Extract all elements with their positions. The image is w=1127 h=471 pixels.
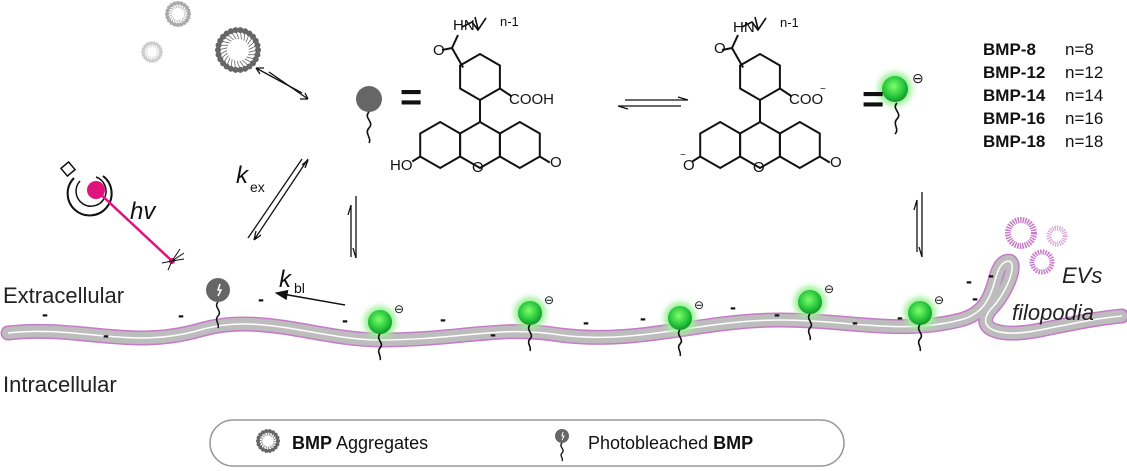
minus-sign: - [640,308,646,328]
rate-k-ex: k [236,162,250,189]
phenoxide-charge: − [680,150,686,161]
free-bmp-probe [356,86,382,144]
negative-charge: ⊖ [694,298,704,312]
minus-sign: - [178,305,184,325]
variant-n: n=14 [1065,86,1103,105]
amide-nh: HN [453,17,475,34]
variant-name: BMP-14 [983,86,1046,105]
minus-sign: - [774,304,780,324]
bleach-arrow [274,289,346,306]
chain-length: n-1 [500,14,519,29]
negative-charge: ⊖ [912,70,924,86]
free-anionic-bmp-probe: ⊖ [878,70,924,135]
legend-photobleached: Photobleached BMP [588,433,753,453]
equals-sign-left: = [400,77,422,119]
ring-oxygen: O [753,159,765,176]
light-source-icon [59,160,185,271]
light-hv: hv [130,198,157,225]
bmp-anion-structure [691,16,831,170]
negative-charge: ⊖ [934,293,944,307]
variant-n: n=12 [1065,63,1103,82]
negative-charge: ⊖ [824,282,834,296]
minus-sign: - [966,271,972,291]
minus-sign: - [440,309,446,329]
membrane-probe: ⊖ [514,293,554,352]
keto-oxygen: O [550,154,562,171]
variant-name: BMP-18 [983,132,1045,151]
minus-sign: - [972,288,978,308]
legend-aggregates: BMP Aggregates [292,433,428,453]
minus-sign: - [103,325,109,345]
minus-sign: - [583,312,589,332]
extracellular-vesicles [1005,217,1068,275]
membrane-bound-probes: ⊖ ⊖ ⊖ ⊖ ⊖ [364,282,944,361]
hydroxyl: HO [390,157,413,174]
extracellular-label: Extracellular [3,283,124,308]
intracellular-label: Intracellular [3,372,117,397]
photobleached-bmp [206,278,230,329]
negative-charge: ⊖ [394,302,404,316]
minus-sign: - [730,297,736,317]
minus-sign: - [490,324,496,344]
membrane-probe: ⊖ [364,302,404,361]
bmp-aggregates [141,1,261,73]
ring-oxygen: O [472,159,484,176]
variant-n: n=16 [1065,109,1103,128]
carboxylate-charge: − [820,84,826,95]
keto-oxygen: O [830,154,842,171]
carbonyl-o: O [433,42,445,59]
minus-sign: - [42,304,48,324]
rate-bl-subscript: bl [294,280,305,296]
minus-sign: - [342,310,348,330]
legend: BMP Aggregates Photobleached BMP [209,419,845,467]
carbonyl-o: O [714,40,726,57]
filopodia-label: filopodia [1012,300,1094,325]
variant-n: n=8 [1065,40,1094,59]
minus-sign: - [852,312,858,332]
rate-k-bl: k [279,266,293,293]
carboxylate: COO [789,91,823,108]
carboxylic-acid: COOH [509,91,554,108]
negative-charge: ⊖ [544,293,554,307]
membrane-probe: ⊖ [904,293,944,352]
amide-nh: HN [733,19,755,36]
aggregate-legend-icon [256,429,280,453]
bmp-neutral-structure [411,16,551,170]
variant-name: BMP-12 [983,63,1045,82]
variant-name: BMP-16 [983,109,1045,128]
photobleached-legend-icon [555,429,569,462]
minus-sign: - [897,307,903,327]
minus-sign: - [988,265,994,285]
membrane-probe: ⊖ [664,298,704,357]
evs-label: EVs [1062,263,1102,288]
variant-name: BMP-8 [983,40,1036,59]
cell-membrane [0,253,1127,348]
phenoxide-oxygen: O [683,157,695,174]
minus-sign: - [258,289,264,309]
variant-n: n=18 [1065,132,1103,151]
rate-ex-subscript: ex [250,179,265,195]
chain-length: n-1 [780,15,799,30]
membrane-negative-charges: ---------------- [42,265,994,345]
equals-sign-right: = [862,79,884,121]
membrane-probe: ⊖ [794,282,834,341]
